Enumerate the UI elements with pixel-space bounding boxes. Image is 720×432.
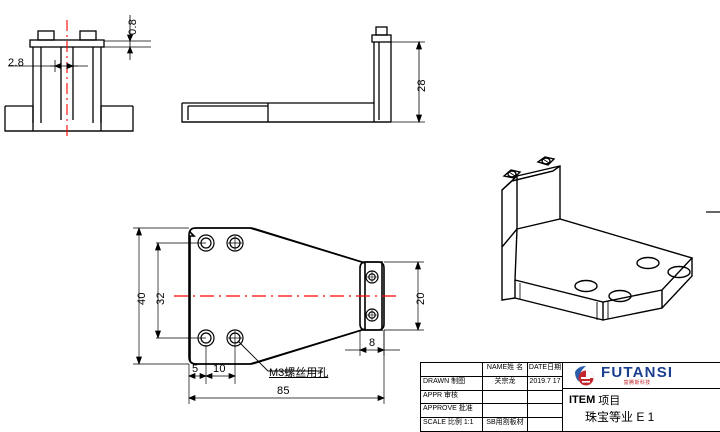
drawn-name-cell: 关宗龙: [483, 376, 528, 390]
dimension-label-5: 5: [192, 363, 199, 375]
top-view-holes: [197, 234, 244, 347]
appr-date-cell: [528, 391, 562, 404]
title-block-row-drawn: DRAWN 制图 关宗龙 2019.7 17: [421, 376, 562, 391]
logo-company-subtitle: 富腾斯科技: [623, 380, 651, 386]
company-logo: FUTANSI 富腾斯科技: [563, 363, 720, 389]
dimension-label-0_8: 0.8: [127, 18, 139, 35]
dimension-label-32: 32: [155, 292, 167, 305]
dimension-28: [391, 40, 425, 124]
futansi-logo-icon: [575, 365, 594, 385]
item-label: ITEM: [569, 394, 596, 406]
header-name-cell: NAME姓 名: [483, 363, 528, 376]
dimension-label-10: 10: [213, 363, 226, 375]
dimension-2_8: [8, 60, 88, 72]
title-block-row-appr: APPR 审核: [421, 390, 562, 405]
dimension-label-85: 85: [277, 385, 290, 397]
header-date-cell: DATE日期: [528, 364, 562, 371]
header-blank-cell: [421, 363, 483, 376]
title-block: NAME姓 名 DATE日期 DRAWN 制图 关宗龙 2019.7 17 AP…: [420, 362, 720, 432]
m3-leader-line: [237, 340, 322, 372]
dimension-label-40: 40: [136, 292, 148, 305]
top-view-tab-holes: [365, 270, 379, 322]
scale-material-cell: SB用割板材: [483, 418, 528, 431]
dimension-0_8: [104, 15, 151, 60]
appr-role-cell: APPR 审核: [421, 390, 483, 404]
m3-hole-annotation: M3螺丝用孔: [269, 367, 329, 379]
logo-company-name: FUTANSI: [601, 364, 674, 381]
approve-name-cell: [483, 404, 528, 418]
title-block-table: NAME姓 名 DATE日期 DRAWN 制图 关宗龙 2019.7 17 AP…: [421, 363, 563, 431]
title-block-row-approve: APPROVE 批准: [421, 404, 562, 419]
item-label-cn: 项目: [598, 395, 621, 407]
item-row: ITEM 项目: [563, 389, 720, 411]
top-view-dimension-lines: [133, 226, 424, 404]
appr-name-cell: [483, 390, 528, 404]
dimension-label-2_8: 2.8: [8, 57, 25, 69]
isometric-view-geometry: [501, 156, 694, 321]
dimension-label-8: 8: [369, 337, 376, 349]
approve-role-cell: APPROVE 批准: [421, 404, 483, 418]
item-description: 珠宝等业 E 1: [585, 411, 655, 424]
front-view-geometry: [4, 30, 134, 132]
approve-date-cell: [528, 404, 562, 417]
scale-role-cell: SCALE 比例 1:1: [421, 418, 483, 431]
title-block-row-scale: SCALE 比例 1:1 SB用割板材: [421, 418, 562, 431]
dimension-label-20: 20: [415, 292, 427, 305]
title-block-right-panel: FUTANSI 富腾斯科技 ITEM 项目 珠宝等业 E 1: [563, 363, 720, 431]
drawn-role-cell: DRAWN 制图: [421, 376, 483, 390]
side-view-geometry: [181, 26, 392, 123]
scale-extra-cell: [528, 418, 562, 431]
drawn-date-cell: 2019.7 17: [529, 377, 561, 385]
dimension-label-28: 28: [416, 79, 428, 92]
title-block-header-row: NAME姓 名 DATE日期: [421, 363, 562, 377]
